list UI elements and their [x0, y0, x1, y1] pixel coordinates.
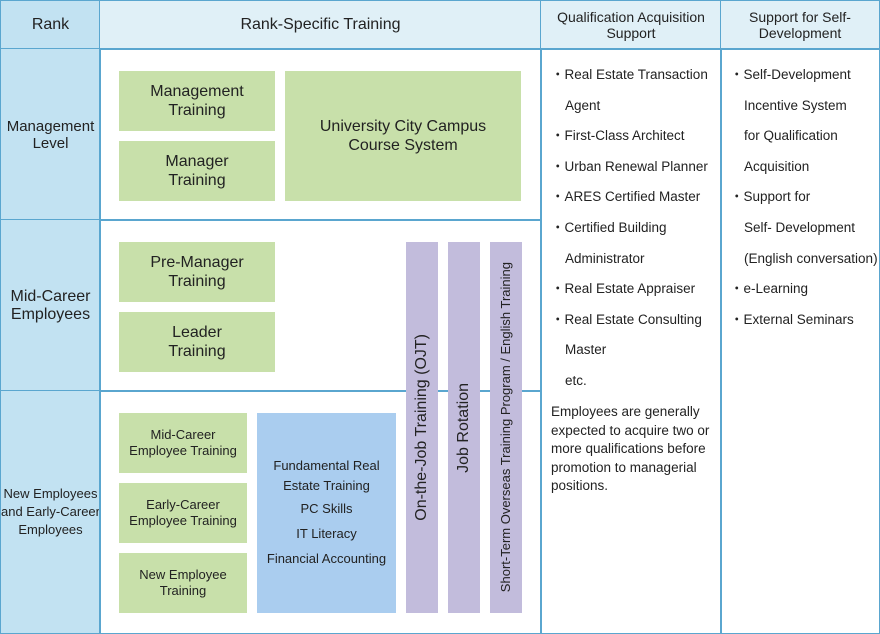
header-training: Rank-Specific Training	[99, 0, 542, 50]
early-career-box: Early-Career Employee Training	[119, 483, 247, 543]
rank-mid-career-label: Mid-Career Employees	[10, 287, 91, 323]
self-dev-item: Incentive System	[744, 97, 847, 113]
new-employee-box: New Employee Training	[119, 553, 247, 613]
header-training-label: Rank-Specific Training	[240, 16, 401, 33]
rank-new: New Employees and Early-Career Employees	[0, 390, 101, 634]
pre-manager-box: Pre-Manager Training	[119, 242, 275, 302]
header-self-dev: Support for Self-Development	[720, 0, 880, 50]
ojt-label: On-the-Job Training (OJT)	[413, 334, 431, 521]
manager-training-box: Manager Training	[119, 141, 275, 201]
overseas-label: Short-Term Overseas Training Program / E…	[498, 262, 514, 593]
header-rank-label: Rank	[31, 16, 70, 33]
self-dev-item: ・e-Learning	[730, 281, 809, 297]
qualification-item: Agent	[565, 97, 601, 113]
new-employee-label: New Employee Training	[139, 567, 227, 598]
qualification-item: ・Real Estate Consulting	[551, 311, 702, 327]
fundamental-item: IT Literacy	[296, 525, 357, 541]
ojt-box: On-the-Job Training (OJT)	[406, 242, 438, 613]
header-self-dev-label: Support for Self-Development	[749, 9, 851, 41]
qualification-item: ・ARES Certified Master	[551, 189, 701, 205]
qualification-item: ・Real Estate Transaction	[551, 67, 708, 82]
self-dev-list: ・Self-Development Incentive System for Q…	[730, 60, 878, 335]
self-dev-item: Self- Development	[744, 219, 856, 235]
training-row-mid	[99, 219, 542, 392]
self-dev-item: (English conversation)	[744, 250, 878, 266]
header-qualification-label: Qualification Acquisition Support	[557, 9, 705, 41]
manager-training-label: Manager Training	[165, 152, 229, 189]
qualification-item: Administrator	[565, 250, 645, 266]
rank-management-label: Management Level	[6, 117, 95, 152]
qualification-item: Master	[565, 342, 607, 358]
pre-manager-label: Pre-Manager Training	[150, 253, 244, 290]
fundamental-item: Financial Accounting	[266, 550, 387, 566]
self-dev-item: ・External Seminars	[730, 311, 854, 327]
qualification-item: ・Urban Renewal Planner	[551, 158, 708, 174]
qualification-item: etc.	[565, 372, 587, 388]
self-dev-item: ・Support for	[730, 189, 811, 205]
university-label: University City Campus Course System	[319, 117, 487, 154]
training-row-management	[99, 48, 542, 221]
rank-new-label: New Employees and Early-Career Employees	[1, 485, 100, 538]
qualification-list: ・Real Estate Transaction Agent ・First-Cl…	[551, 60, 708, 397]
leader-box: Leader Training	[119, 312, 275, 372]
qualification-item: ・Certified Building	[551, 219, 667, 235]
university-box: University City Campus Course System	[285, 71, 521, 201]
management-training-label: Management Training	[150, 82, 244, 119]
management-training-box: Management Training	[119, 71, 275, 131]
self-dev-item: Acquisition	[744, 158, 810, 174]
qualification-item: ・First-Class Architect	[551, 128, 685, 144]
fundamental-item: PC Skills	[300, 500, 353, 516]
job-rotation-box: Job Rotation	[448, 242, 480, 613]
job-rotation-label: Job Rotation	[455, 382, 473, 473]
mid-career-employee-label: Mid-Career Employee Training	[129, 427, 237, 458]
self-dev-item: ・Self-Development	[730, 67, 851, 82]
early-career-label: Early-Career Employee Training	[129, 497, 237, 528]
self-dev-item: for Qualification	[744, 128, 838, 144]
rank-management: Management Level	[0, 48, 101, 221]
mid-career-employee-box: Mid-Career Employee Training	[119, 413, 247, 473]
fundamental-box: Fundamental Real Estate Training PC Skil…	[257, 413, 396, 613]
qualification-item: ・Real Estate Appraiser	[551, 281, 696, 297]
header-qualification: Qualification Acquisition Support	[540, 0, 722, 50]
header-rank: Rank	[0, 0, 101, 50]
fundamental-item: Fundamental Real Estate Training	[273, 457, 380, 493]
rank-mid-career: Mid-Career Employees	[0, 219, 101, 392]
leader-label: Leader Training	[168, 323, 226, 360]
qualification-note: Employees are generally expected to acqu…	[551, 404, 710, 493]
overseas-box: Short-Term Overseas Training Program / E…	[490, 242, 522, 613]
